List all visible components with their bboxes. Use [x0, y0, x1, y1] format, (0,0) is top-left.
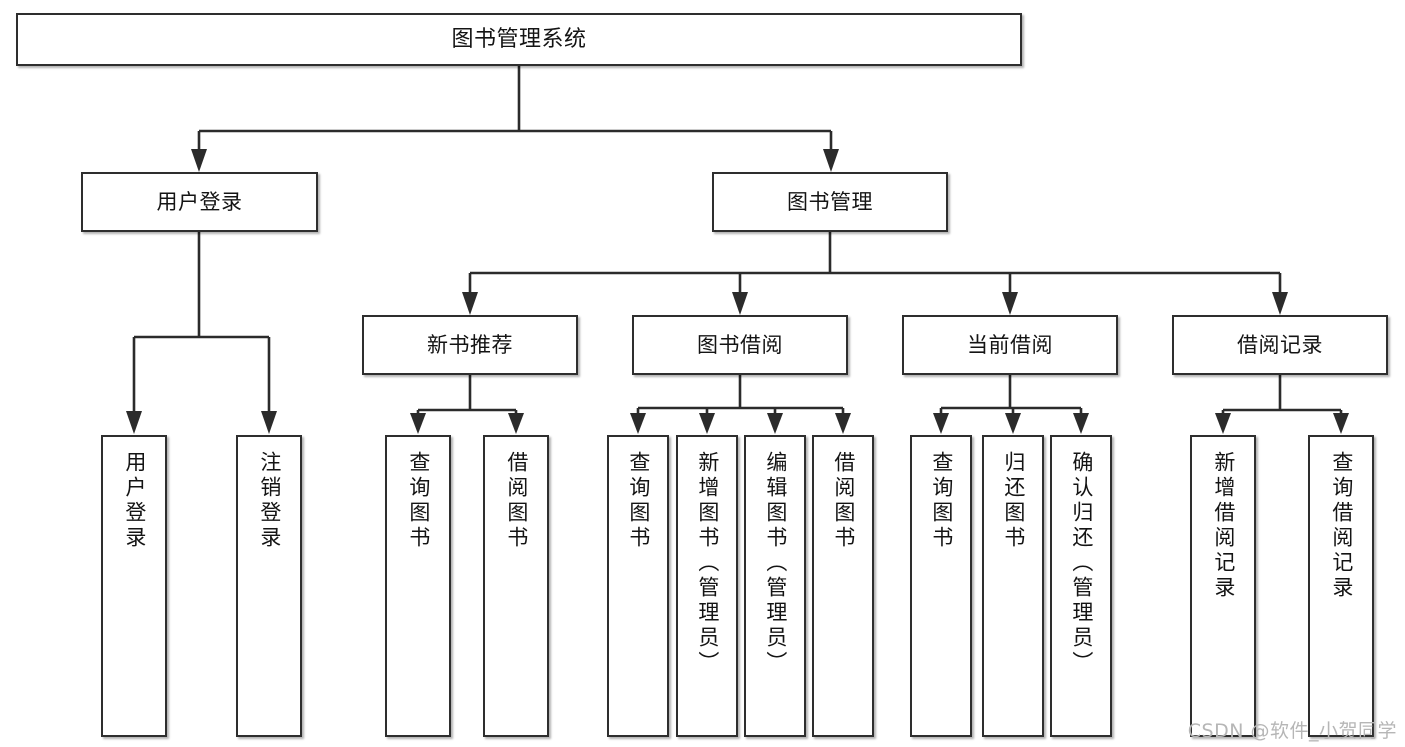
node-label: 图书管理	[787, 189, 873, 214]
arrow-to-new-book-rec	[462, 292, 478, 315]
arrow-to-leaf-user-logout	[261, 411, 277, 434]
node-book-management[interactable]: 图书管理	[712, 172, 948, 232]
node-label: 用户登录	[156, 189, 243, 214]
arrow-to-current-borrow	[1002, 292, 1018, 315]
node-label: 编辑图书（管理员）	[763, 451, 788, 676]
node-label: 查询借阅记录	[1329, 451, 1354, 601]
node-label: 当前借阅	[967, 332, 1053, 357]
node-leaf-user-logout[interactable]: 注销登录	[236, 435, 302, 737]
node-leaf-return-book[interactable]: 归还图书	[982, 435, 1044, 737]
node-label: 新增图书（管理员）	[695, 451, 720, 676]
node-label: 注销登录	[257, 451, 282, 551]
node-leaf-borrow-book-recommend[interactable]: 借阅图书	[483, 435, 549, 737]
node-leaf-query-book-current[interactable]: 查询图书	[910, 435, 972, 737]
node-leaf-borrow-book-borrowing[interactable]: 借阅图书	[812, 435, 874, 737]
node-label: 图书借阅	[697, 332, 783, 357]
arrow-to-leaf-edit-book-admin	[767, 413, 783, 434]
arrow-root-to-book-manage	[823, 149, 839, 172]
node-user-login[interactable]: 用户登录	[81, 172, 318, 232]
node-leaf-edit-book-admin[interactable]: 编辑图书（管理员）	[744, 435, 806, 737]
arrow-to-leaf-add-book-admin	[699, 413, 715, 434]
node-leaf-query-book-recommend[interactable]: 查询图书	[385, 435, 451, 737]
node-leaf-user-login[interactable]: 用户登录	[101, 435, 167, 737]
node-label: 借阅图书	[831, 451, 856, 551]
arrow-to-leaf-borrow-book-2	[835, 413, 851, 434]
arrow-to-leaf-user-login	[126, 411, 142, 434]
node-current-borrowing[interactable]: 当前借阅	[902, 315, 1118, 375]
node-root-book-management-system[interactable]: 图书管理系统	[16, 13, 1022, 66]
node-new-book-recommendation[interactable]: 新书推荐	[362, 315, 578, 375]
arrow-root-to-user-login	[191, 149, 207, 172]
csdn-watermark: CSDN @软件_小贺同学	[1187, 720, 1397, 742]
node-label: 查询图书	[929, 451, 954, 551]
arrow-to-borrow-record	[1272, 292, 1288, 315]
node-label: 新增借阅记录	[1211, 451, 1236, 601]
node-leaf-add-book-admin[interactable]: 新增图书（管理员）	[676, 435, 738, 737]
arrow-to-leaf-query-book-3	[933, 413, 949, 434]
node-label: 归还图书	[1001, 451, 1026, 551]
arrow-to-leaf-borrow-book-1	[508, 413, 524, 434]
node-leaf-confirm-return-admin[interactable]: 确认归还（管理员）	[1050, 435, 1112, 737]
node-leaf-query-book-borrowing[interactable]: 查询图书	[607, 435, 669, 737]
arrow-to-leaf-query-book-2	[630, 413, 646, 434]
node-label: 查询图书	[406, 451, 431, 551]
node-label: 新书推荐	[427, 332, 513, 357]
node-label: 确认归还（管理员）	[1069, 451, 1094, 676]
node-book-borrowing[interactable]: 图书借阅	[632, 315, 848, 375]
node-leaf-query-borrow-record[interactable]: 查询借阅记录	[1308, 435, 1374, 737]
node-label: 查询图书	[626, 451, 651, 551]
arrow-to-leaf-query-book-1	[410, 413, 426, 434]
node-borrowing-record[interactable]: 借阅记录	[1172, 315, 1388, 375]
arrow-to-book-borrow	[732, 292, 748, 315]
arrow-to-leaf-return-book	[1005, 413, 1021, 434]
node-label: 图书管理系统	[451, 26, 587, 52]
node-label: 借阅记录	[1237, 332, 1323, 357]
node-leaf-add-borrow-record[interactable]: 新增借阅记录	[1190, 435, 1256, 737]
arrow-to-leaf-query-borrow-record	[1333, 413, 1349, 434]
node-label: 借阅图书	[504, 451, 529, 551]
arrow-to-leaf-add-borrow-record	[1215, 413, 1231, 434]
node-label: 用户登录	[122, 451, 147, 551]
arrow-to-leaf-confirm-return	[1073, 413, 1089, 434]
